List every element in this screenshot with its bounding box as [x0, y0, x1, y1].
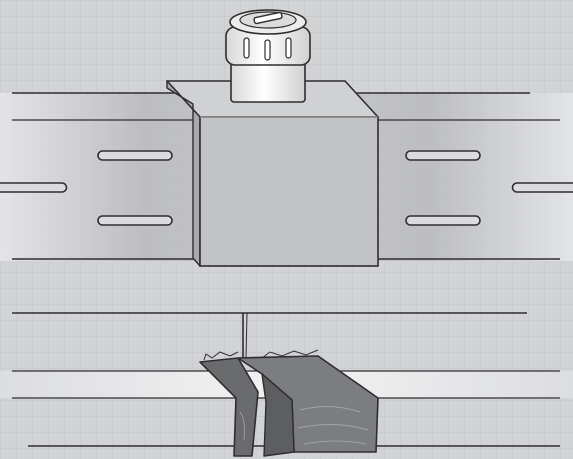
folded-tape-icon	[199, 349, 379, 457]
slot-left-edge	[0, 182, 68, 193]
slot-right-upper	[405, 150, 481, 161]
slot-left-lower	[97, 215, 173, 226]
tape-frayed-edge	[203, 351, 239, 361]
slot-right-lower	[405, 215, 481, 226]
tape-wrinkles	[297, 406, 369, 445]
tape-wrinkles	[239, 411, 245, 441]
cap-slot-icon	[253, 11, 283, 25]
top-rail-assembly	[0, 9, 573, 267]
tape-frayed-edge	[261, 349, 319, 359]
clip-front-face	[199, 116, 379, 267]
cap-grip	[243, 37, 250, 59]
bottom-rail-assembly	[0, 312, 573, 457]
slot-right-edge	[511, 182, 573, 193]
slot-left-upper	[97, 150, 173, 161]
hanger-wire	[245, 312, 248, 359]
cap-grip	[285, 37, 292, 59]
cap-grip	[264, 39, 271, 61]
tape-inner-fold	[261, 373, 295, 457]
cap-icon	[225, 9, 311, 103]
